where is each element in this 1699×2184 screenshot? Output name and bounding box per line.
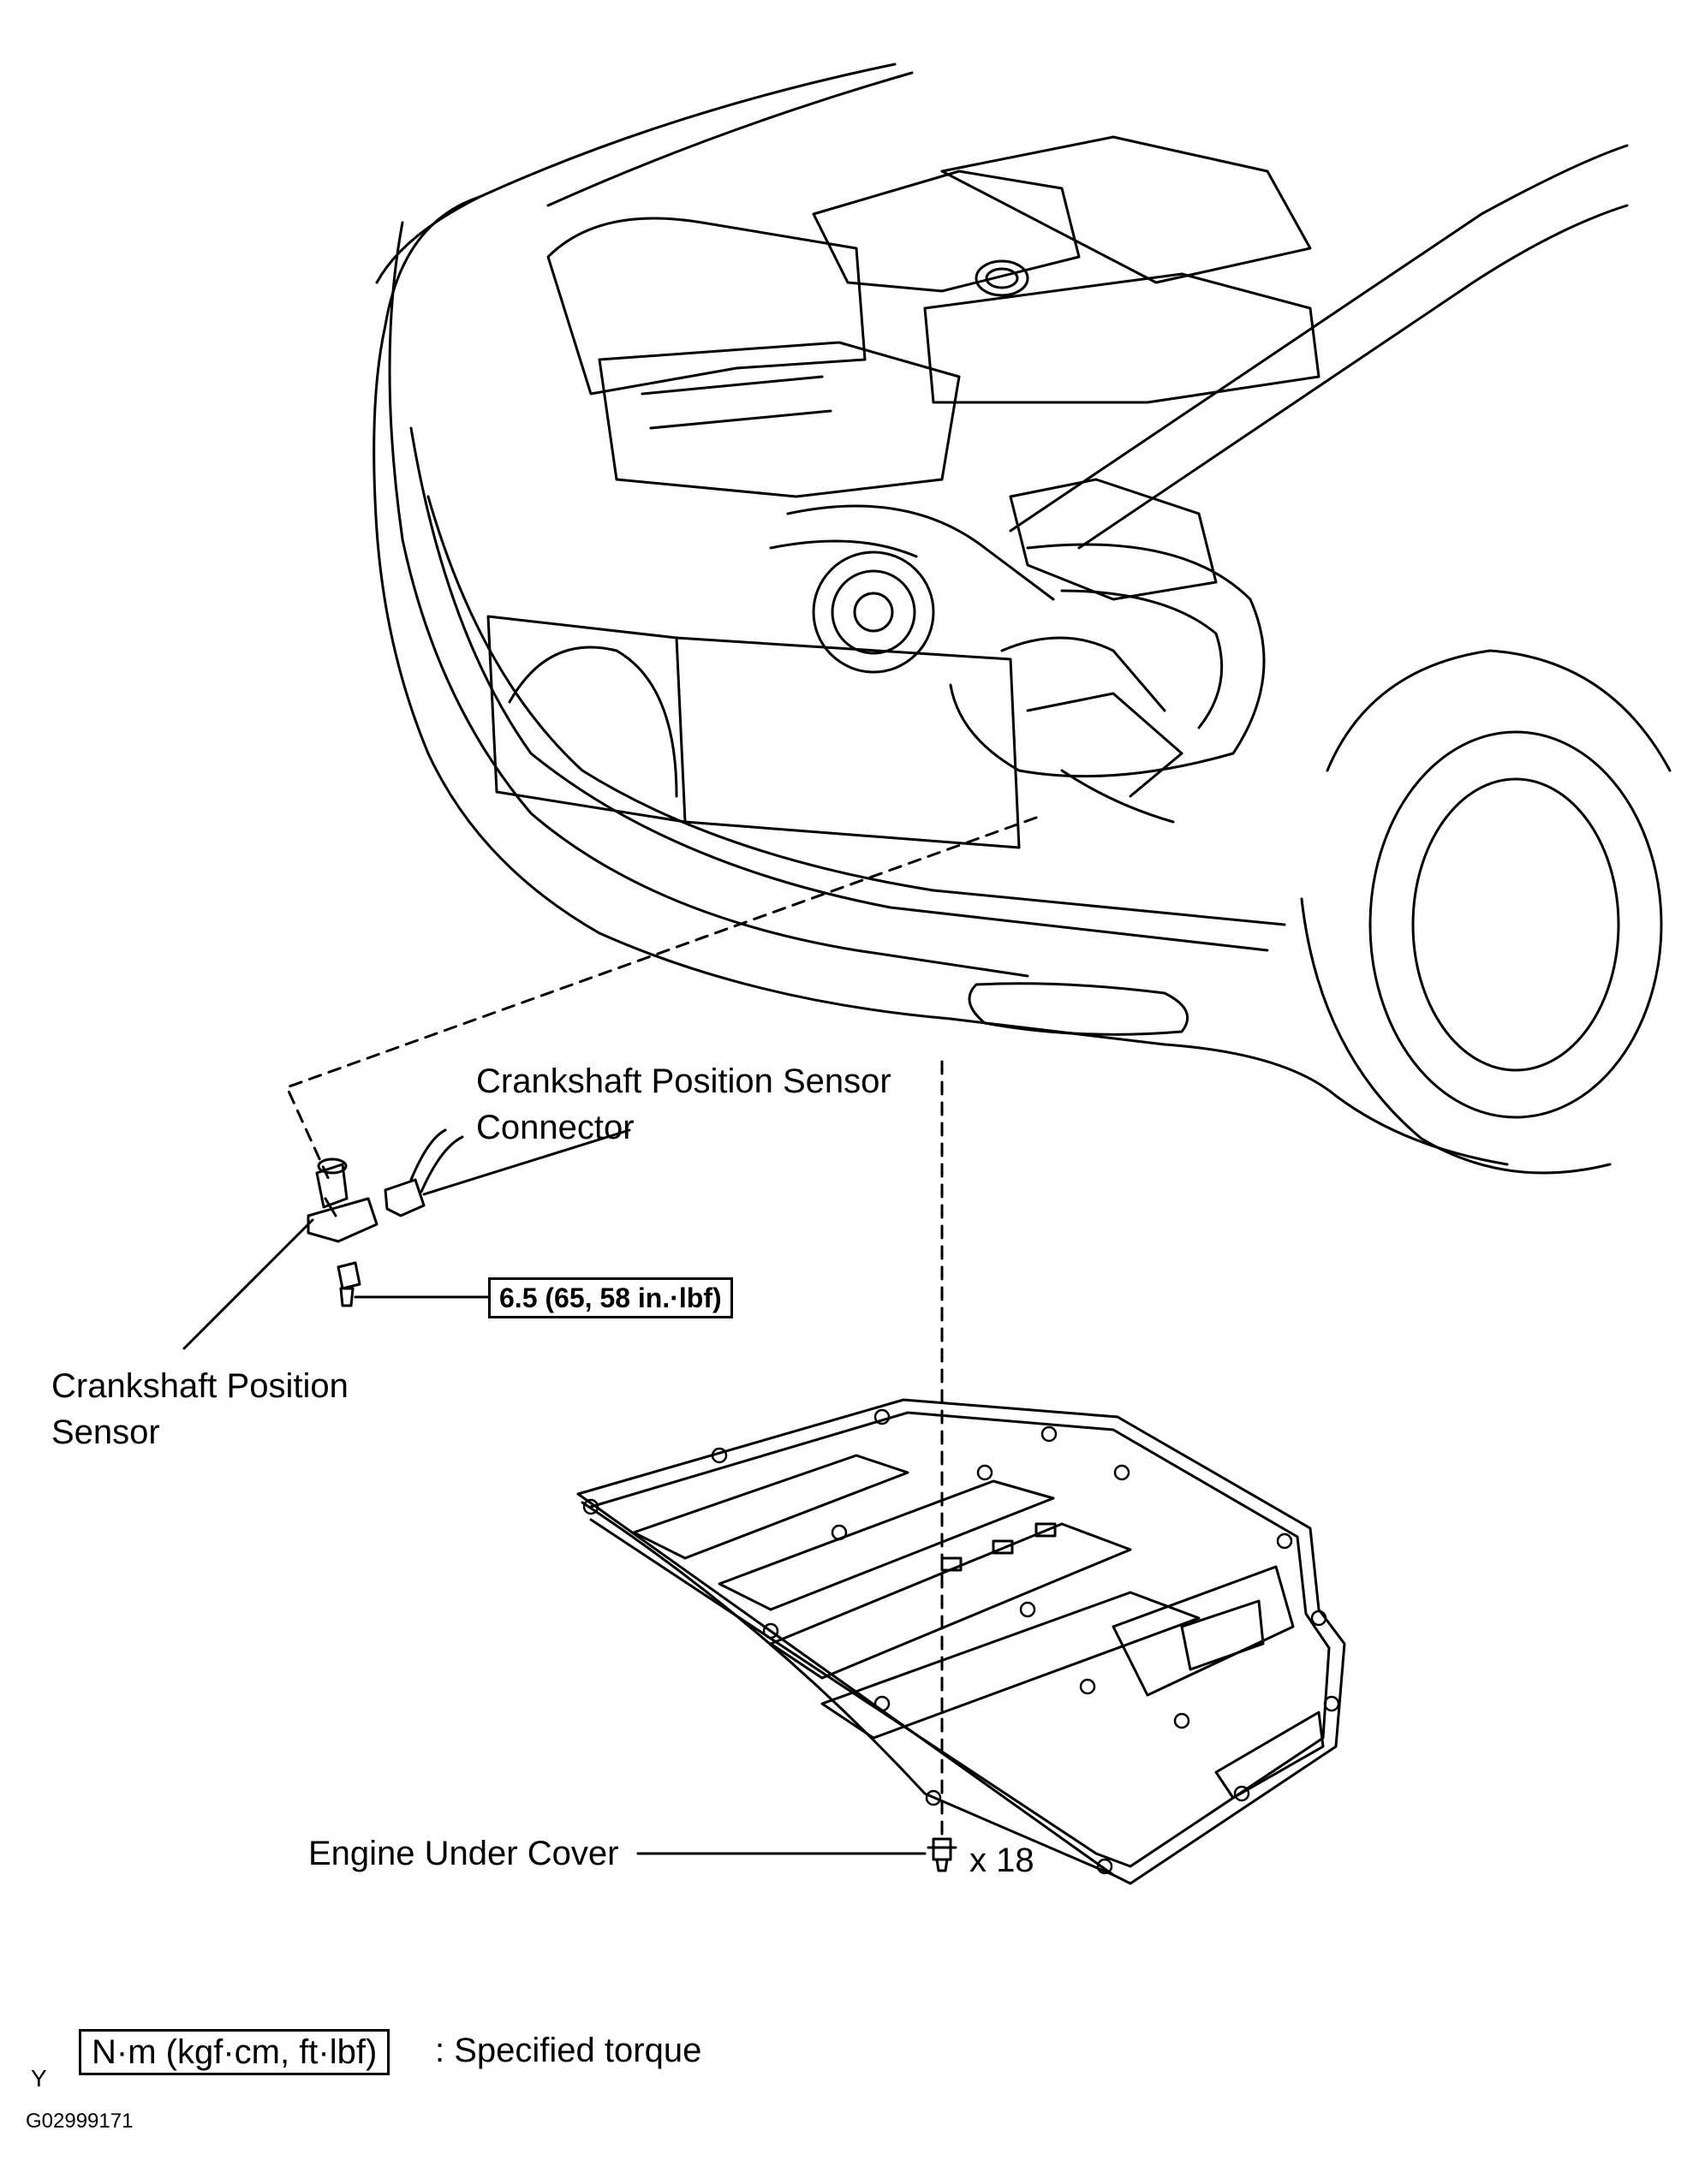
sensor-connector-label-line2: Connector [476,1109,635,1146]
legend-description: : Specified torque [435,2032,702,2069]
under-cover-bolt-drawing [927,1837,957,1872]
footer-letter: Y [31,2065,47,2092]
sensor-label-line2: Sensor [51,1413,160,1451]
solid-leader-lines [182,1128,927,1855]
dashed-leader-lines [285,816,1038,1842]
crankshaft-sensor-drawing [307,1157,379,1307]
under-cover-label: Engine Under Cover [308,1835,619,1872]
engine-under-cover-drawing [576,1398,1346,1885]
sensor-connector-label-line1: Crankshaft Position Sensor [476,1062,891,1100]
vehicle-front-illustration [373,62,1672,1175]
legend-torque-units-box: N·m (kgf·cm, ft·lbf) [79,2029,390,2075]
sensor-connector-drawing [384,1128,464,1217]
bolt-count-label: x 18 [969,1842,1034,1879]
torque-spec-box: 6.5 (65, 58 in.·lbf) [488,1277,733,1318]
sensor-label-line1: Crankshaft Position [51,1367,349,1405]
figure-code: G02999171 [26,2110,134,2133]
